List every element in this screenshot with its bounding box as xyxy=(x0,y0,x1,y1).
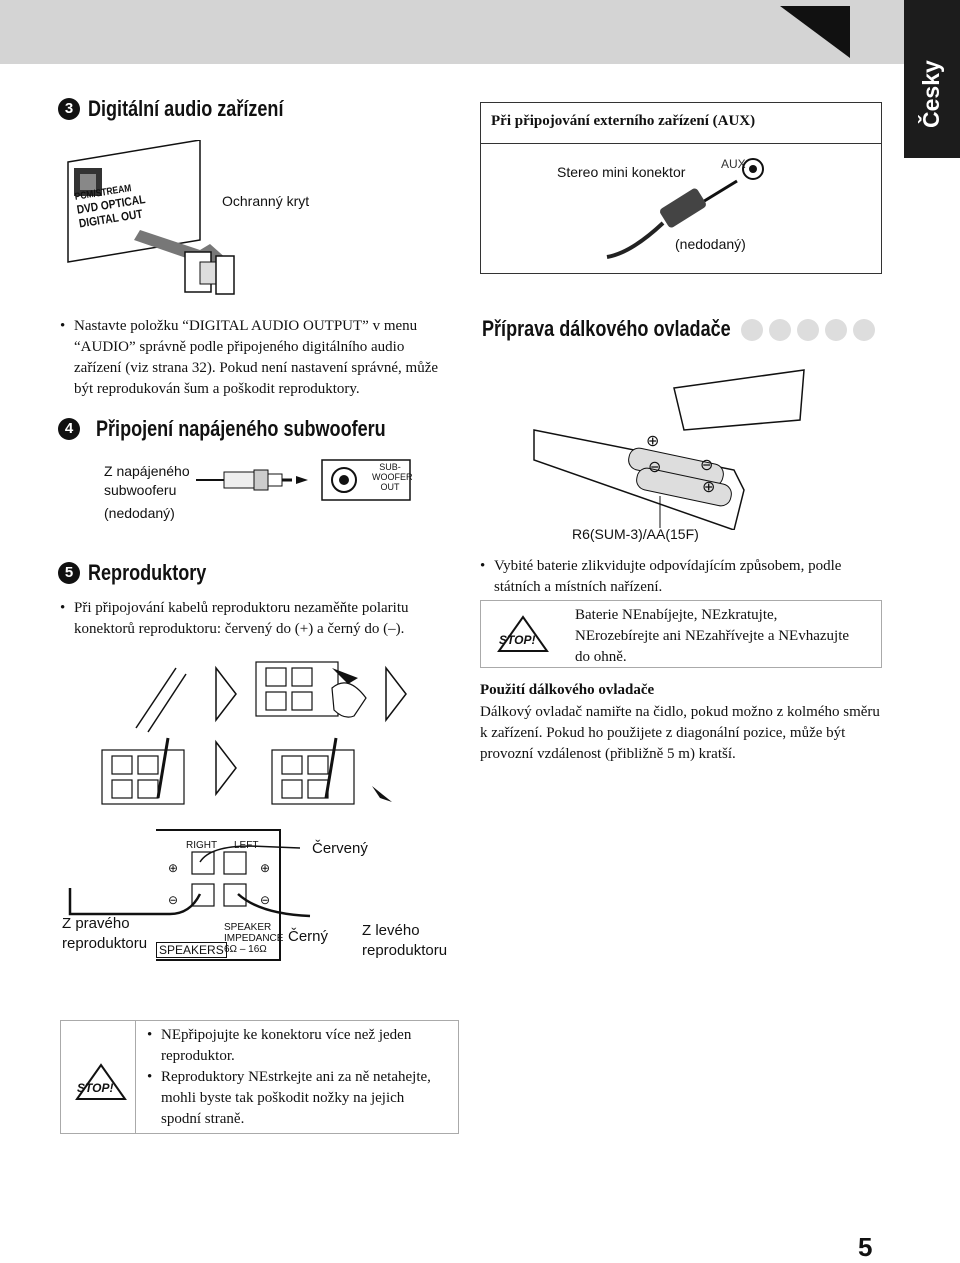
svg-text:⊖: ⊖ xyxy=(700,457,713,474)
digital-audio-note-item: Nastavte položku “DIGITAL AUDIO OUTPUT” … xyxy=(60,316,445,400)
section-number-3: 3 xyxy=(58,98,80,120)
remote-battery-illustration: ⊕ ⊖ ⊖ ⊕ xyxy=(533,369,805,530)
warning-divider xyxy=(135,1021,459,1133)
page-number: 5 xyxy=(858,1232,873,1262)
decorative-dots xyxy=(741,319,875,341)
speaker-terminal-diagram: ⊕ ⊕ ⊖ ⊖ xyxy=(68,829,311,961)
speaker-warning-item: Reproduktory NEstrkejte ani za ně netahe… xyxy=(147,1067,447,1130)
from-right-line2: reproduktoru xyxy=(62,935,148,952)
aux-not-supplied-label: (nedodaný) xyxy=(675,236,746,252)
svg-text:⊕: ⊕ xyxy=(260,861,270,875)
speaker-warning-list: NEpřipojujte ke konektoru více než jeden… xyxy=(147,1025,447,1130)
black-wire-label: Černý xyxy=(288,928,329,945)
battery-disposal-note: Vybité baterie zlikvidujte odpovídajícím… xyxy=(480,556,875,598)
right-terminal-label: RIGHT xyxy=(186,840,218,851)
section-number-5: 5 xyxy=(58,562,80,584)
speaker-terminal-steps xyxy=(101,661,407,805)
jack-line-2: WOOFER xyxy=(372,472,413,482)
aux-info-box: Při připojování externího zařízení (AUX)… xyxy=(480,102,882,274)
svg-text:⊕: ⊕ xyxy=(168,861,178,875)
language-label: Česky xyxy=(918,60,944,128)
speaker-warning-item: NEpřipojujte ke konektoru více než jeden… xyxy=(147,1025,447,1067)
svg-text:⊕: ⊕ xyxy=(702,479,715,496)
section-number-4: 4 xyxy=(58,418,80,440)
red-wire-label: Červený xyxy=(312,840,368,857)
left-terminal-label: LEFT xyxy=(234,840,259,851)
svg-text:⊖: ⊖ xyxy=(648,459,661,476)
aux-jack-label: AUX xyxy=(721,157,746,171)
stereo-plug-icon xyxy=(606,158,764,259)
optical-jack-illustration xyxy=(67,140,235,295)
stop-sign-label: STOP! xyxy=(499,633,536,647)
battery-disposal-item: Vybité baterie zlikvidujte odpovídajícím… xyxy=(480,556,875,598)
jack-line-1: SUB- xyxy=(379,462,401,472)
from-left-line1: Z levého xyxy=(362,922,420,939)
digital-audio-note: Nastavte položku “DIGITAL AUDIO OUTPUT” … xyxy=(60,316,445,400)
battery-type-label: R6(SUM-3)/AA(15F) xyxy=(572,526,699,542)
language-tab: Česky xyxy=(904,0,960,158)
protective-cap-label: Ochranný kryt xyxy=(222,193,310,209)
battery-warning-text: Baterie NEnabíjejte, NEzkratujte, NEroze… xyxy=(575,607,850,665)
subwoofer-cable-illustration xyxy=(196,459,411,501)
section-3-title: Digitální audio zařízení xyxy=(88,96,284,121)
stereo-mini-connector-label: Stereo mini konektor xyxy=(557,164,686,180)
subwoofer-jack-label: SUB- WOOFER OUT xyxy=(372,462,413,492)
svg-text:⊖: ⊖ xyxy=(168,893,178,907)
speaker-polarity-note: Při připojování kabelů reproduktoru neza… xyxy=(60,598,445,640)
battery-warning-box: STOP! Baterie NEnabíjejte, NEzkratujte, … xyxy=(480,600,882,668)
stop-sign-label: STOP! xyxy=(77,1081,114,1095)
section-4-title: Připojení napájeného subwooferu xyxy=(96,416,386,441)
impedance-label: SPEAKER IMPEDANCE 6Ω – 16Ω xyxy=(224,922,283,955)
svg-text:⊖: ⊖ xyxy=(260,893,270,907)
subwoofer-not-supplied: (nedodaný) xyxy=(104,505,175,521)
jack-line-3: OUT xyxy=(380,482,400,492)
svg-text:⊕: ⊕ xyxy=(646,433,659,450)
impedance-line-1: SPEAKER xyxy=(224,922,272,933)
from-left-line2: reproduktoru xyxy=(362,942,448,959)
impedance-line-2: IMPEDANCE xyxy=(224,933,284,944)
aux-box-title: Při připojování externího zařízení (AUX) xyxy=(491,113,756,129)
speakers-label: SPEAKERS xyxy=(156,942,227,958)
subwoofer-from-line1: Z napájeného xyxy=(104,463,190,479)
section-5-title: Reproduktory xyxy=(88,560,207,585)
subwoofer-from-line2: subwooferu xyxy=(104,482,177,498)
speaker-polarity-item: Při připojování kabelů reproduktoru neza… xyxy=(60,598,445,640)
stop-sign-icon: STOP! xyxy=(69,1061,135,1108)
from-right-line1: Z pravého xyxy=(62,915,130,932)
impedance-line-3: 6Ω – 16Ω xyxy=(224,944,267,955)
stop-sign-icon: STOP! xyxy=(491,613,557,660)
corner-triangle-icon xyxy=(780,6,850,58)
speaker-warning-box: STOP! NEpřipojujte ke konektoru více než… xyxy=(60,1020,459,1134)
remote-use-title: Použití dálkového ovladače xyxy=(480,682,655,698)
remote-use-text: Dálkový ovladač namiřte na čidlo, pokud … xyxy=(480,704,880,762)
remote-section-title: Příprava dálkového ovladače xyxy=(482,316,731,341)
